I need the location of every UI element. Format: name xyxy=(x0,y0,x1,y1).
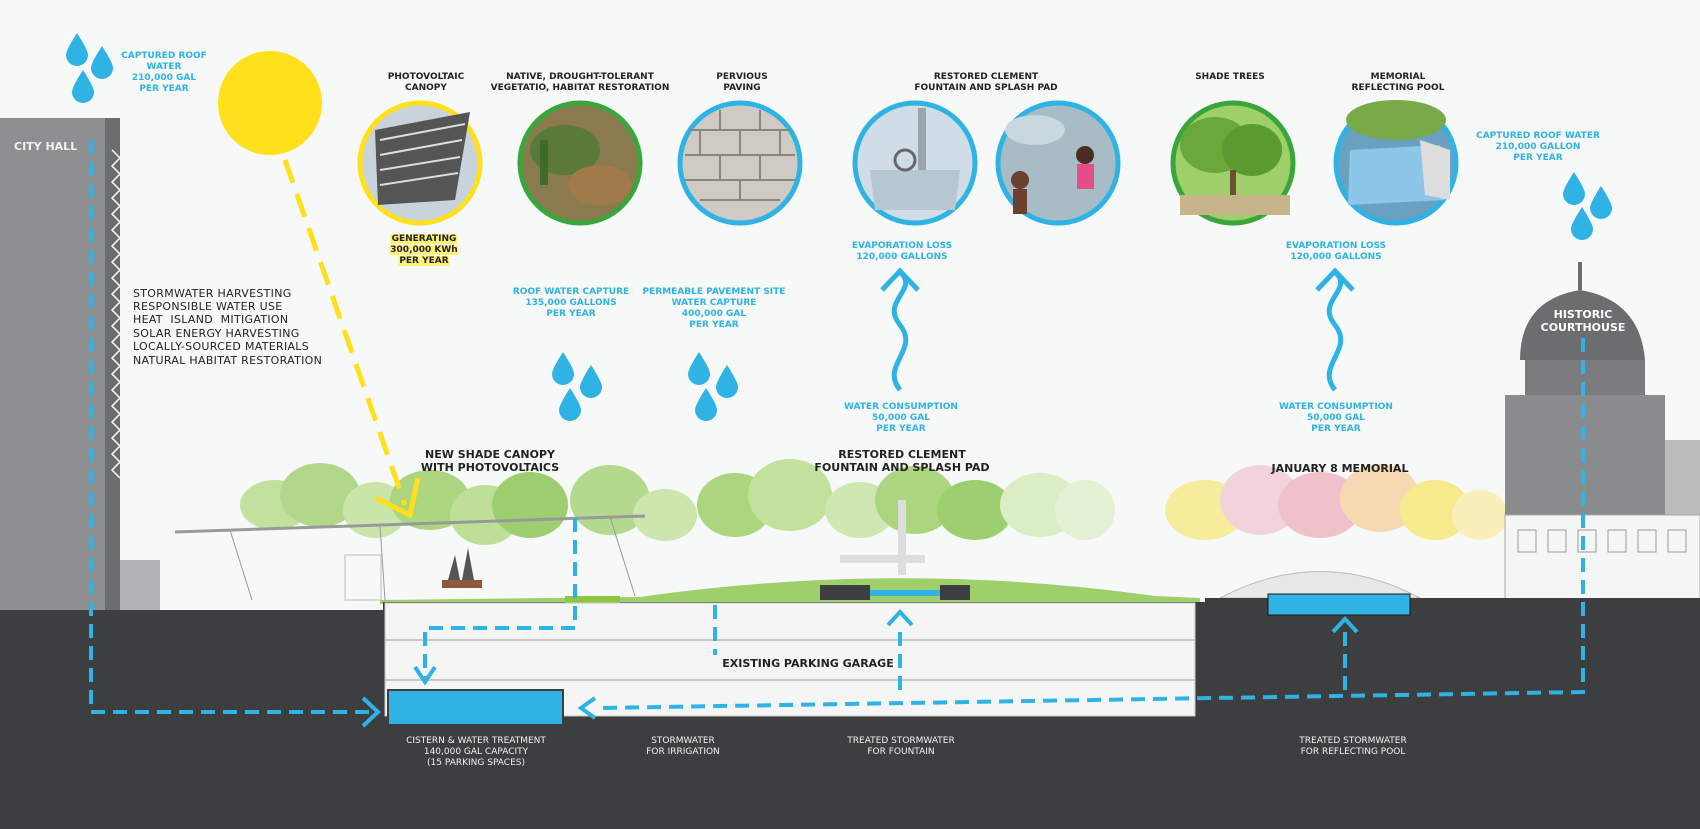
photo-reflecting-pool-icon xyxy=(1333,100,1459,226)
fountain-structure xyxy=(840,500,940,596)
irrigation-label: STORMWATER FOR IRRIGATION xyxy=(646,736,720,757)
feature-title-reflecting-pool: MEMORIAL REFLECTING POOL xyxy=(1351,72,1445,93)
roof-water-capture-label: ROOF WATER CAPTURE 135,000 GALLONS PER Y… xyxy=(512,287,630,319)
feature-title-shade-trees: SHADE TREES xyxy=(1195,72,1265,82)
consumption-fountain-label: WATER CONSUMPTION 50,000 GAL PER YEAR xyxy=(844,402,958,434)
photo-pervious-paving-icon xyxy=(677,100,803,226)
goal-item: STORMWATER HARVESTING xyxy=(133,287,292,300)
memorial-dome xyxy=(1219,571,1421,599)
goal-item: SOLAR ENERGY HARVESTING xyxy=(133,327,300,340)
photo-native-vegetation-icon xyxy=(517,100,643,226)
cistern-label: CISTERN & WATER TREATMENT 140,000 GAL CA… xyxy=(406,736,546,768)
pipe-arrowheads xyxy=(361,609,1359,728)
sun-icon xyxy=(218,51,322,155)
feature-title-native-vegetation: NATIVE, DROUGHT-TOLERANT VEGETATIO, HABI… xyxy=(490,72,670,93)
park-lawn xyxy=(380,578,1200,604)
photo-shade-trees-icon xyxy=(1170,100,1296,226)
photo-splash-pad-icon xyxy=(995,100,1121,226)
city-hall-label: CITY HALL xyxy=(14,140,78,153)
captured-roof-water-right: CAPTURED ROOF WATER 210,000 GALLON PER Y… xyxy=(1476,131,1600,163)
generating-line-3: PER YEAR xyxy=(398,256,450,266)
fountain-stormwater-label: TREATED STORMWATER FOR FOUNTAIN xyxy=(847,736,955,757)
photo-pv-canopy-icon xyxy=(357,100,483,226)
feature-title-pv-canopy: PHOTOVOLTAIC CANOPY xyxy=(387,72,465,93)
evaporation-fountain-label: EVAPORATION LOSS 120,000 GALLONS xyxy=(851,241,953,262)
goal-item: NATURAL HABITAT RESTORATION xyxy=(133,354,323,367)
generating-line-1: GENERATING xyxy=(390,234,458,244)
city-hall-building xyxy=(0,118,160,610)
evaporation-pool-label: EVAPORATION LOSS 120,000 GALLONS xyxy=(1285,241,1387,262)
pool-stormwater-label: TREATED STORMWATER FOR REFLECTING POOL xyxy=(1299,736,1407,757)
fountain-section-label: RESTORED CLEMENT FOUNTAIN AND SPLASH PAD xyxy=(814,448,990,474)
water-drops xyxy=(66,33,1612,421)
cistern-tank xyxy=(387,689,564,726)
generating-line-2: 300,000 KWh xyxy=(389,245,459,255)
feature-title-pervious-paving: PERVIOUS PAVING xyxy=(716,72,768,93)
parking-garage-label: EXISTING PARKING GARAGE xyxy=(722,657,894,670)
goal-item: LOCALLY-SOURCED MATERIALS xyxy=(133,340,310,353)
permeable-capture-label: PERMEABLE PAVEMENT SITE WATER CAPTURE 40… xyxy=(642,287,786,330)
goal-item: RESPONSIBLE WATER USE xyxy=(133,300,283,313)
feature-title-fountain: RESTORED CLEMENT FOUNTAIN AND SPLASH PAD xyxy=(914,72,1058,93)
memorial-trees xyxy=(1165,464,1508,540)
sun-ray-arrow xyxy=(282,159,408,506)
photo-fountain-icon xyxy=(852,100,978,226)
shade-canopy xyxy=(174,514,646,601)
generating-note: GENERATING 300,000 KWh PER YEAR xyxy=(389,234,459,267)
memorial-section-label: JANUARY 8 MEMORIAL xyxy=(1271,462,1409,475)
canopy-section-label: NEW SHADE CANOPY WITH PHOTOVOLTAICS xyxy=(420,448,560,474)
goal-item: HEAT ISLAND MITIGATION xyxy=(133,313,289,326)
evaporation-arrows xyxy=(880,267,1355,392)
sculpture xyxy=(442,548,482,588)
captured-roof-water-left: CAPTURED ROOF WATER 210,000 GAL PER YEAR xyxy=(121,51,207,94)
stormwater-pipes xyxy=(89,140,1585,714)
consumption-pool-label: WATER CONSUMPTION 50,000 GAL PER YEAR xyxy=(1279,402,1393,434)
reflecting-pool-tank xyxy=(1267,593,1411,616)
courthouse-label: HISTORIC COURTHOUSE xyxy=(1540,308,1626,334)
